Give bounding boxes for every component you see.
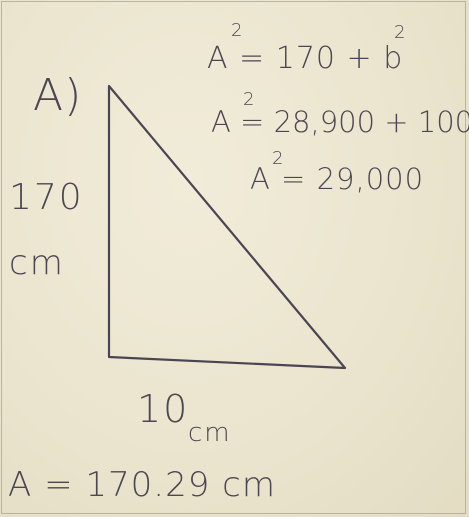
part-label: A) (33, 70, 83, 121)
triangle-outline (107, 84, 347, 370)
height-unit: cm (9, 243, 65, 283)
work-line-1: A = 170 + b (207, 41, 404, 76)
base-unit: cm (188, 418, 232, 448)
exponent-line2: 2 (243, 89, 255, 110)
exponent-line3: 2 (272, 148, 284, 169)
final-answer: A = 170.29 cm (8, 465, 276, 505)
work-line-2: A = 28,900 + 100 (211, 105, 469, 139)
exponent-line1-a: 2 (231, 20, 243, 41)
exponent-line1-b: 2 (394, 22, 406, 43)
base-value: 10 (137, 387, 190, 431)
height-value: 170 (9, 177, 84, 218)
work-line-3: A = 29,000 (250, 162, 425, 196)
